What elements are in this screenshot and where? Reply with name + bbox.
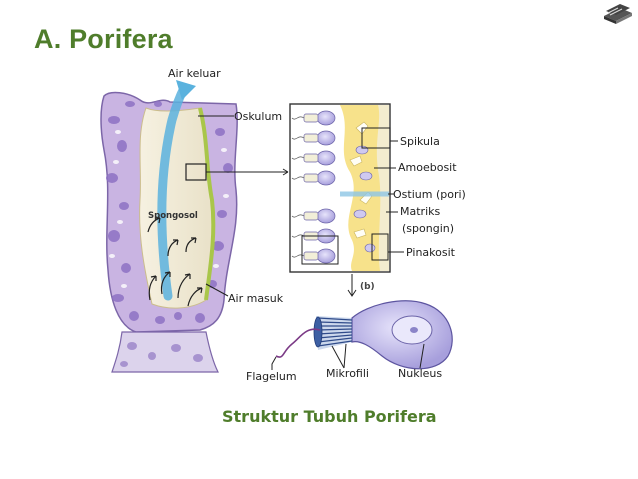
label-matriks: Matriks — [400, 205, 440, 218]
collar-cell — [276, 301, 452, 369]
label-air-masuk: Air masuk — [228, 292, 283, 305]
label-amoebosit: Amoebosit — [398, 161, 457, 174]
cell-layer-inset — [290, 104, 390, 272]
label-flagelum: Flagelum — [246, 370, 297, 383]
label-air-keluar: Air keluar — [168, 67, 221, 80]
label-spongosol: Spongosol — [148, 210, 198, 223]
diagram-caption: Struktur Tubuh Porifera — [222, 407, 437, 426]
label-spikula: Spikula — [400, 135, 440, 148]
label-mikrofili: Mikrofili — [326, 367, 369, 380]
label-inset-b: (b) — [360, 281, 375, 294]
label-nukleus: Nukleus — [398, 367, 442, 380]
label-oskulum: Oskulum — [234, 110, 282, 123]
label-ostium: Ostium (pori) — [393, 188, 466, 201]
label-spongin: (spongin) — [402, 222, 454, 235]
label-pinakosit: Pinakosit — [406, 246, 455, 259]
